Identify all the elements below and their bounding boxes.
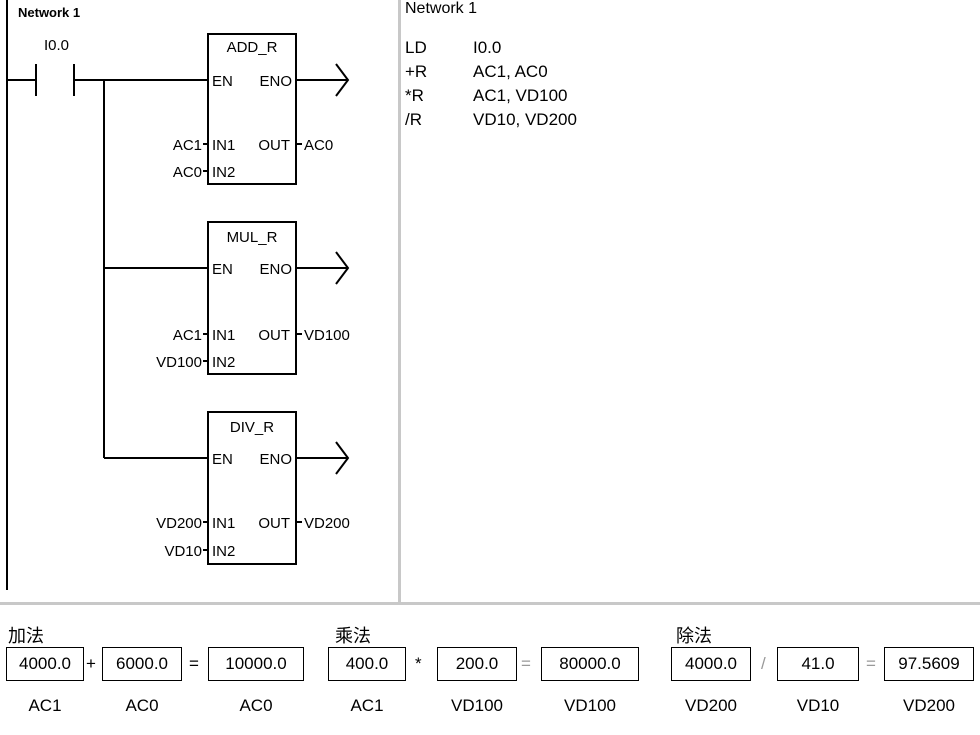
en-label: EN bbox=[212, 451, 233, 468]
mul-r-block[interactable]: MUL_R EN ENO IN1 OUT IN2 AC1 VD100 VD100 bbox=[104, 221, 350, 375]
arrow-icon bbox=[335, 251, 350, 285]
in1-label: IN1 bbox=[212, 515, 235, 532]
out-operand: VD200 bbox=[304, 515, 350, 532]
vertical-divider bbox=[398, 0, 401, 603]
ladder-network-label: Network 1 bbox=[18, 5, 80, 20]
multiplication-result: 80000.0 bbox=[541, 647, 639, 681]
addition-a-label: AC1 bbox=[28, 696, 62, 715]
out-label: OUT bbox=[258, 137, 290, 154]
contact-label: I0.0 bbox=[44, 37, 69, 54]
out-operand: VD100 bbox=[304, 327, 350, 344]
out-operand: AC0 bbox=[304, 137, 333, 154]
multiplication-result-label: VD100 bbox=[564, 696, 616, 715]
stl-op: +R bbox=[405, 62, 428, 81]
addition-title: 加法 bbox=[8, 626, 44, 647]
in1-label: IN1 bbox=[212, 327, 235, 344]
addition-operand-b: 6000.0 bbox=[102, 647, 182, 681]
div-r-block[interactable]: DIV_R EN ENO IN1 OUT IN2 VD200 VD10 VD20… bbox=[104, 411, 350, 565]
addition-result-label: AC0 bbox=[239, 696, 273, 715]
add-r-block[interactable]: ADD_R EN ENO IN1 OUT IN2 AC1 AC0 AC0 bbox=[104, 33, 350, 185]
stl-args: I0.0 bbox=[473, 38, 502, 57]
in2-operand: AC0 bbox=[173, 164, 202, 181]
equals-operator: = bbox=[189, 654, 199, 673]
addition-b-label: AC0 bbox=[125, 696, 159, 715]
arrow-icon bbox=[335, 63, 350, 97]
arrow-icon bbox=[335, 441, 350, 475]
division-b-label: VD10 bbox=[796, 696, 840, 715]
multiplication-title: 乘法 bbox=[335, 626, 371, 647]
division-result-label: VD200 bbox=[903, 696, 955, 715]
in1-label: IN1 bbox=[212, 137, 235, 154]
eno-label: ENO bbox=[259, 73, 292, 90]
divide-operator: / bbox=[761, 654, 766, 673]
addition-operand-a: 4000.0 bbox=[6, 647, 84, 681]
in1-operand: AC1 bbox=[173, 137, 202, 154]
division-a-label: VD200 bbox=[685, 696, 737, 715]
in2-operand: VD100 bbox=[156, 354, 202, 371]
in2-label: IN2 bbox=[212, 164, 235, 181]
stl-network-title: Network 1 bbox=[405, 0, 478, 17]
eno-label: ENO bbox=[259, 261, 292, 278]
in2-label: IN2 bbox=[212, 543, 235, 560]
multiplication-operand-b: 200.0 bbox=[437, 647, 517, 681]
in1-operand: AC1 bbox=[173, 327, 202, 344]
ladder-diagram: Network 1 I0.0 ADD_R EN ENO IN1 OUT IN2 … bbox=[6, 0, 350, 590]
in2-operand: VD10 bbox=[164, 543, 202, 560]
eno-label: ENO bbox=[259, 451, 292, 468]
equals-operator: = bbox=[521, 654, 531, 673]
stl-op: LD bbox=[405, 38, 427, 57]
contact-i0-0[interactable] bbox=[7, 64, 104, 96]
stl-op: /R bbox=[405, 110, 422, 129]
division-title: 除法 bbox=[676, 626, 712, 647]
equals-operator: = bbox=[866, 654, 876, 673]
horizontal-divider bbox=[0, 602, 980, 605]
plus-operator: + bbox=[86, 654, 96, 673]
division-operand-b: 41.0 bbox=[777, 647, 859, 681]
multiplication-operand-a: 400.0 bbox=[328, 647, 406, 681]
out-label: OUT bbox=[258, 515, 290, 532]
addition-result: 10000.0 bbox=[208, 647, 304, 681]
out-label: OUT bbox=[258, 327, 290, 344]
multiplication-a-label: AC1 bbox=[350, 696, 384, 715]
stl-args: AC1, AC0 bbox=[473, 62, 548, 81]
en-label: EN bbox=[212, 73, 233, 90]
stl-args: AC1, VD100 bbox=[473, 86, 568, 105]
stl-op: *R bbox=[405, 86, 424, 105]
multiplication-b-label: VD100 bbox=[451, 696, 503, 715]
block-title: DIV_R bbox=[230, 419, 274, 436]
in2-label: IN2 bbox=[212, 354, 235, 371]
in1-operand: VD200 bbox=[156, 515, 202, 532]
block-title: ADD_R bbox=[227, 39, 278, 56]
en-label: EN bbox=[212, 261, 233, 278]
block-title: MUL_R bbox=[227, 229, 278, 246]
stl-args: VD10, VD200 bbox=[473, 110, 577, 129]
division-operand-a: 4000.0 bbox=[671, 647, 751, 681]
division-result: 97.5609 bbox=[884, 647, 974, 681]
multiply-operator: * bbox=[415, 654, 422, 673]
